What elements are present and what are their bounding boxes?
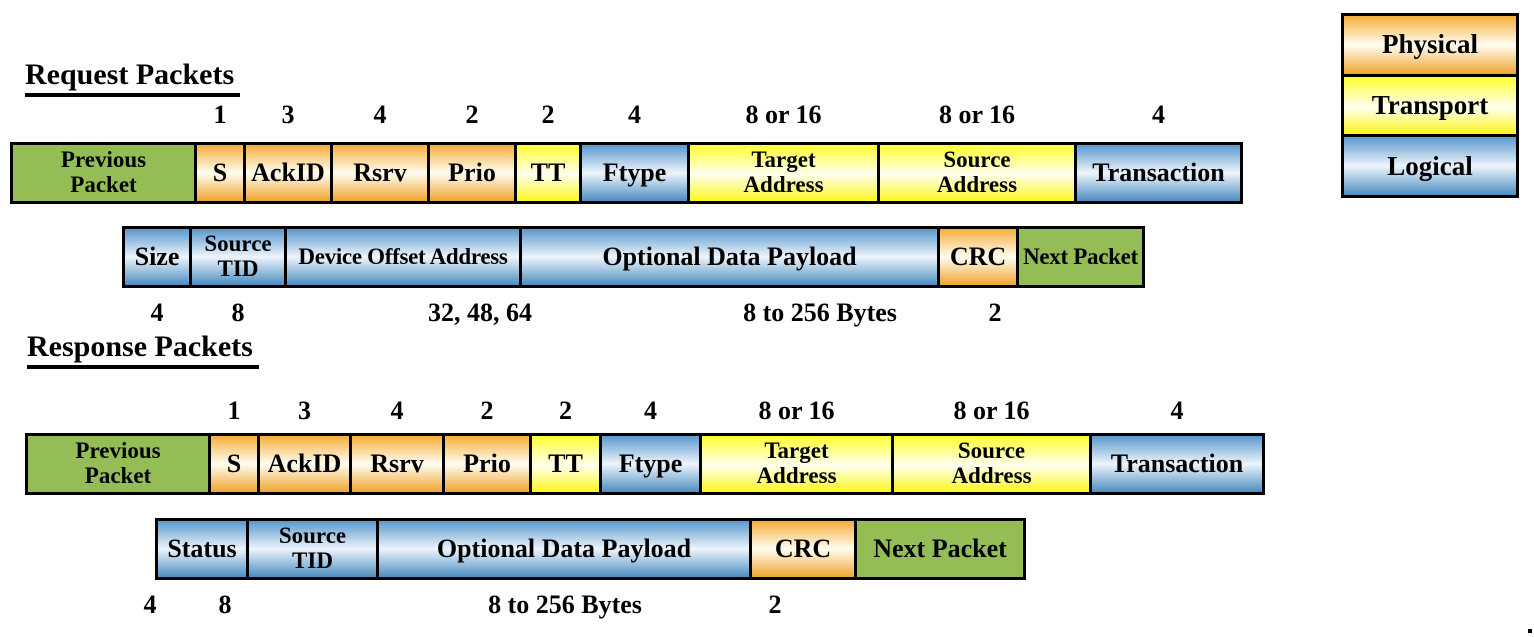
- response-packets-title: Response Packets: [27, 330, 259, 369]
- bit-width-label: 8: [218, 590, 232, 619]
- req-field-ackid: AckID: [243, 142, 333, 204]
- req-field-prio: Prio: [427, 142, 517, 204]
- req-field-previous-packet: Previous Packet: [10, 142, 197, 204]
- resp-field-tt: TT: [529, 433, 602, 495]
- bit-width-label: 4: [1152, 100, 1165, 129]
- legend-item-transport: Transport: [1344, 76, 1516, 138]
- layer-legend: Physical Transport Logical: [1341, 13, 1519, 198]
- resp-field-optional-data-payload: Optional Data Payload: [376, 518, 752, 580]
- bit-width-label: 2: [541, 100, 555, 129]
- bit-width-label: 1: [213, 100, 227, 129]
- resp-field-status: Status: [155, 518, 249, 580]
- bit-width-label: 8: [231, 298, 245, 327]
- resp-field-source-address: Source Address: [891, 433, 1092, 495]
- corner-artifact-dot: [1528, 629, 1532, 633]
- legend-item-physical: Physical: [1344, 16, 1516, 77]
- bit-width-label: 32, 48, 64: [428, 298, 532, 327]
- resp-field-ftype: Ftype: [599, 433, 702, 495]
- req-field-target-address: Target Address: [687, 142, 880, 204]
- resp-field-rsrv: Rsrv: [349, 433, 445, 495]
- resp-field-target-address: Target Address: [699, 433, 894, 495]
- bit-width-label: 4: [150, 298, 164, 327]
- request-packets-title: Request Packets: [25, 58, 241, 97]
- req-field-s: S: [194, 142, 246, 204]
- bit-width-label: 2: [465, 100, 479, 129]
- resp-field-ackid: AckID: [257, 433, 352, 495]
- req-field-next-packet: Next Packet: [1016, 226, 1145, 288]
- bit-width-label: 8 or 16: [938, 100, 1016, 129]
- req-field-source-tid: Source TID: [189, 226, 287, 288]
- bit-width-label: 2: [480, 396, 494, 425]
- bit-width-label: 8 to 256 Bytes: [743, 298, 897, 327]
- bit-width-label: 4: [644, 396, 657, 425]
- bit-width-label: 8 or 16: [758, 396, 835, 425]
- req-field-device-offset-address: Device Offset Address: [284, 226, 522, 288]
- req-field-ftype: Ftype: [579, 142, 690, 204]
- resp-field-next-packet: Next Packet: [854, 518, 1026, 580]
- bit-width-label: 8 to 256 Bytes: [488, 590, 642, 619]
- req-field-transaction: Transaction: [1074, 142, 1243, 204]
- req-field-rsrv: Rsrv: [330, 142, 430, 204]
- bit-width-label: 4: [628, 100, 641, 129]
- req-field-optional-data-payload: Optional Data Payload: [519, 226, 940, 288]
- bit-width-label: 2: [559, 396, 572, 425]
- bit-width-label: 2: [988, 298, 1002, 327]
- resp-field-s: S: [208, 433, 260, 495]
- bit-width-label: 8 or 16: [745, 100, 822, 129]
- legend-item-logical: Logical: [1344, 137, 1516, 196]
- bit-width-label: 4: [390, 396, 404, 425]
- bit-width-label: 3: [281, 100, 295, 129]
- resp-field-transaction: Transaction: [1089, 433, 1265, 495]
- resp-field-crc: CRC: [749, 518, 857, 580]
- bit-width-label: 8 or 16: [953, 396, 1030, 425]
- bit-width-label: 4: [143, 590, 157, 619]
- bit-width-label: 4: [373, 100, 387, 129]
- req-field-source-address: Source Address: [877, 142, 1077, 204]
- bit-width-label: 3: [298, 396, 311, 425]
- resp-field-previous-packet: Previous Packet: [25, 433, 211, 495]
- bit-width-label: 4: [1170, 396, 1184, 425]
- bit-width-label: 2: [768, 590, 782, 619]
- req-field-size: Size: [122, 226, 192, 288]
- resp-field-prio: Prio: [442, 433, 532, 495]
- bit-width-label: 1: [227, 396, 241, 425]
- resp-field-source-tid: Source TID: [246, 518, 379, 580]
- req-field-tt: TT: [514, 142, 582, 204]
- req-field-crc: CRC: [937, 226, 1019, 288]
